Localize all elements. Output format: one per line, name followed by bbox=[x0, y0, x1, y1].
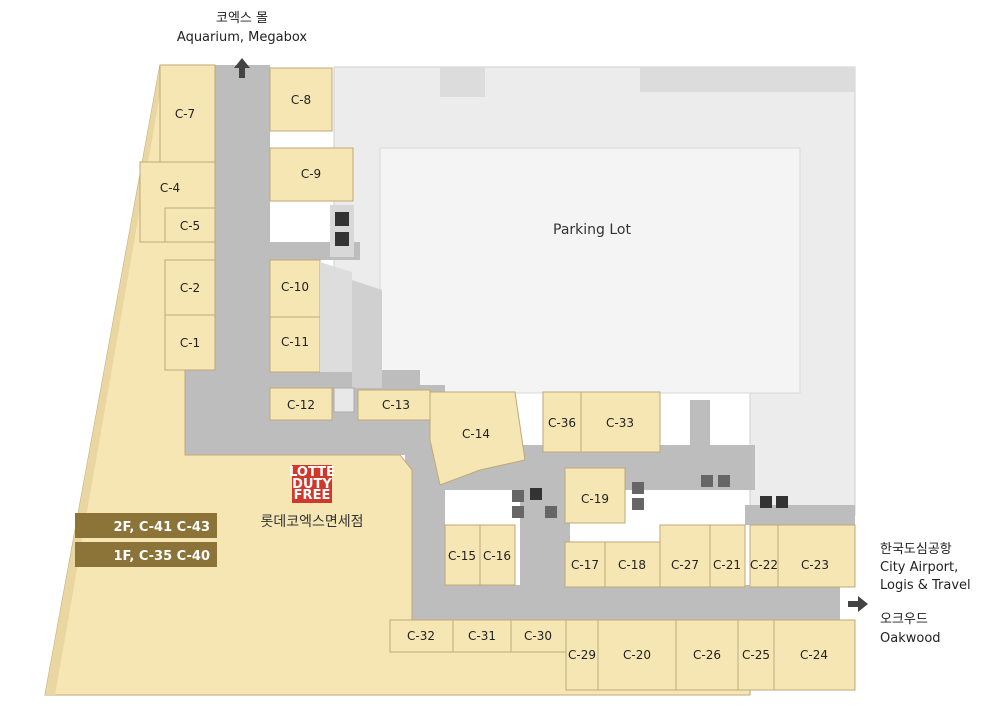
right-arrow-icon[interactable] bbox=[848, 596, 868, 612]
restroom-icon bbox=[545, 506, 557, 518]
shop-C-15[interactable] bbox=[444, 524, 481, 586]
floor-banner-2f bbox=[75, 513, 217, 538]
parking-top-bar bbox=[640, 67, 855, 92]
floor-banner-1f-text: 1F, C-35 C-40 bbox=[114, 549, 210, 564]
shop-label: C-32 bbox=[407, 629, 435, 643]
shop-label: C-22 bbox=[750, 558, 778, 572]
shop-label: C-14 bbox=[462, 427, 490, 441]
shop-C-9[interactable] bbox=[269, 147, 354, 202]
floor-banner-1f bbox=[75, 542, 217, 567]
shop-label: C-16 bbox=[483, 549, 511, 563]
stair-icon bbox=[333, 387, 355, 413]
shop-C-5[interactable] bbox=[164, 207, 216, 243]
shop-label: C-7 bbox=[175, 107, 195, 121]
duty-free-logo-top: LOTTE bbox=[289, 465, 335, 480]
shop-label: C-8 bbox=[291, 93, 311, 107]
shop-label: C-33 bbox=[606, 416, 634, 430]
elevator-icon[interactable] bbox=[335, 232, 349, 246]
shop-label: C-4 bbox=[160, 181, 180, 195]
shop-label: C-13 bbox=[382, 398, 410, 412]
shop-label: C-27 bbox=[671, 558, 699, 572]
shop-C-1[interactable] bbox=[164, 314, 216, 371]
shop-C-17[interactable] bbox=[564, 541, 606, 588]
duty-free-name: 롯데코엑스면세점 bbox=[260, 514, 363, 530]
shop-label: C-18 bbox=[618, 558, 646, 572]
shop-C-18[interactable] bbox=[604, 541, 661, 588]
restroom-icon bbox=[512, 506, 524, 518]
shop-C-31[interactable] bbox=[452, 619, 512, 653]
shop-label: C-19 bbox=[581, 492, 609, 506]
shop-label: C-2 bbox=[180, 281, 200, 295]
shop-C-32[interactable] bbox=[389, 619, 454, 653]
elevator-icon[interactable] bbox=[760, 496, 772, 508]
shop-C-11[interactable] bbox=[269, 316, 321, 373]
restroom-icon bbox=[632, 498, 644, 510]
shop-C-8[interactable] bbox=[269, 67, 333, 132]
top-exit-korean: 코엑스 몰 bbox=[216, 11, 268, 26]
city-airport-line1: City Airport, bbox=[880, 560, 958, 575]
shop-label: C-17 bbox=[571, 558, 599, 572]
shop-C-22[interactable] bbox=[749, 524, 779, 588]
shop-label: C-29 bbox=[568, 648, 596, 662]
oakwood-korean: 오크우드 bbox=[880, 612, 928, 627]
shop-label: C-5 bbox=[180, 219, 200, 233]
shop-label: C-11 bbox=[281, 335, 309, 349]
shop-label: C-12 bbox=[287, 398, 315, 412]
shop-label: C-25 bbox=[742, 648, 770, 662]
top-exit-english: Aquarium, Megabox bbox=[177, 30, 307, 45]
elevator-icon[interactable] bbox=[335, 212, 349, 226]
shop-C-13[interactable] bbox=[357, 389, 431, 421]
city-airport-korean: 한국도심공항 bbox=[880, 542, 952, 557]
shop-C-16[interactable] bbox=[479, 524, 516, 586]
restroom-icon bbox=[718, 475, 730, 487]
shop-C-26[interactable] bbox=[675, 619, 739, 691]
shop-C-27[interactable] bbox=[659, 524, 711, 588]
restroom-icon bbox=[701, 475, 713, 487]
shop-C-14[interactable] bbox=[429, 391, 526, 486]
ramp bbox=[352, 280, 382, 388]
parking-lot-label: Parking Lot bbox=[553, 222, 631, 238]
shop-label: C-21 bbox=[713, 558, 741, 572]
floor-banner-2f-text: 2F, C-41 C-43 bbox=[114, 520, 210, 535]
shop-label: C-15 bbox=[448, 549, 476, 563]
elevator-icon[interactable] bbox=[530, 488, 542, 500]
shop-label: C-24 bbox=[800, 648, 828, 662]
duty-free-logo-line2: FREE bbox=[294, 488, 331, 503]
oakwood-english: Oakwood bbox=[880, 631, 941, 646]
shop-label: C-20 bbox=[623, 648, 651, 662]
shop-C-20[interactable] bbox=[597, 619, 677, 691]
restroom-icon bbox=[632, 482, 644, 494]
city-airport-line2: Logis & Travel bbox=[880, 578, 971, 593]
shop-C-33[interactable] bbox=[580, 391, 661, 453]
shop-C-29[interactable] bbox=[565, 619, 599, 691]
shop-label: C-30 bbox=[524, 629, 552, 643]
duty-free-logo-line1: DUTY bbox=[292, 477, 332, 492]
duty-free-logo bbox=[292, 465, 332, 503]
elevator-icon[interactable] bbox=[776, 496, 788, 508]
parking-lot[interactable] bbox=[379, 147, 801, 394]
shop-C-24[interactable] bbox=[773, 619, 856, 691]
shop-label: C-31 bbox=[468, 629, 496, 643]
up-arrow-icon[interactable] bbox=[234, 58, 250, 78]
shop-C-19[interactable] bbox=[564, 467, 626, 524]
restroom-icon bbox=[512, 490, 524, 502]
shop-label: C-23 bbox=[801, 558, 829, 572]
shop-C-7[interactable] bbox=[159, 64, 216, 163]
shop-label: C-26 bbox=[693, 648, 721, 662]
shop-label: C-36 bbox=[548, 416, 576, 430]
shop-C-12[interactable] bbox=[269, 387, 333, 421]
shop-C-21[interactable] bbox=[709, 524, 746, 588]
shop-label: C-9 bbox=[301, 167, 321, 181]
ramp bbox=[320, 262, 352, 372]
shop-label: C-1 bbox=[180, 336, 200, 350]
parking-top-stair bbox=[440, 67, 485, 97]
shop-label: C-10 bbox=[281, 280, 309, 294]
shop-C-23[interactable] bbox=[777, 524, 856, 588]
